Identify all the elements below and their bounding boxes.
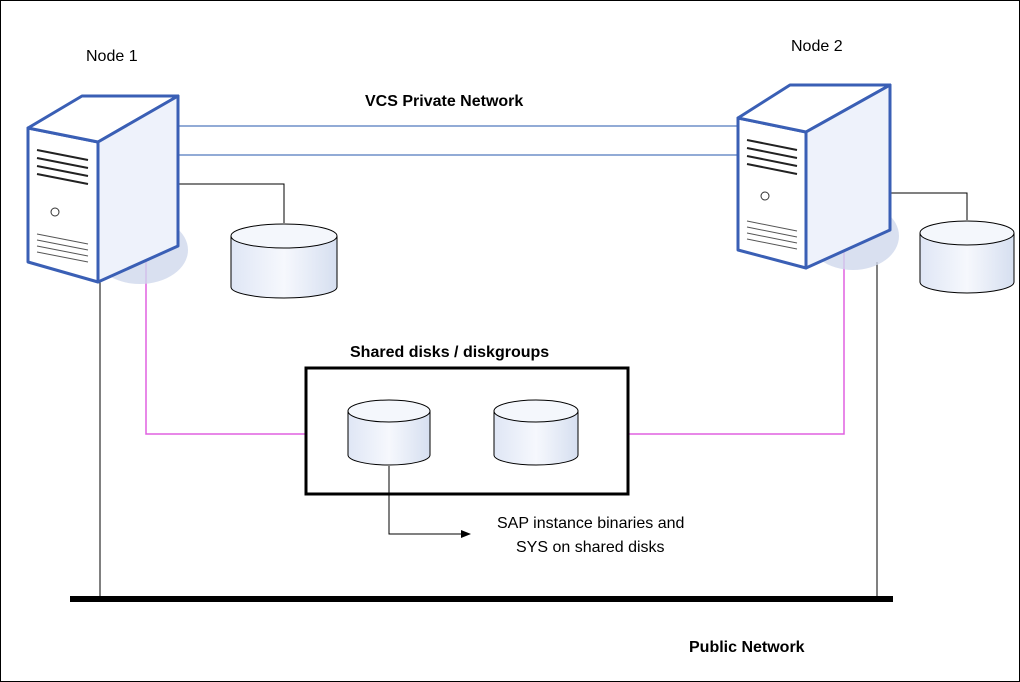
local-disk-node2-icon bbox=[919, 220, 1015, 294]
annotation-arrow bbox=[388, 466, 471, 538]
node2-label: Node 2 bbox=[791, 38, 843, 55]
server-node2-icon bbox=[736, 83, 899, 270]
node1-label: Node 1 bbox=[86, 48, 138, 65]
annotation-line-2: SYS on shared disks bbox=[516, 539, 665, 556]
public-network-label: Public Network bbox=[689, 639, 805, 656]
private-network-label: VCS Private Network bbox=[365, 93, 523, 110]
local-disk-link-node1 bbox=[178, 183, 285, 223]
local-disk-link-node2 bbox=[890, 192, 968, 220]
server-node1-icon bbox=[26, 94, 188, 284]
shared-link-node2 bbox=[628, 250, 845, 435]
shared-disk-2-icon bbox=[493, 399, 579, 466]
annotation-line-1: SAP instance binaries and bbox=[497, 515, 684, 532]
shared-disks-label: Shared disks / diskgroups bbox=[350, 344, 549, 361]
local-disk-node1-icon bbox=[230, 223, 338, 299]
shared-disk-1-icon bbox=[347, 399, 431, 466]
shared-link-node1 bbox=[145, 255, 306, 435]
